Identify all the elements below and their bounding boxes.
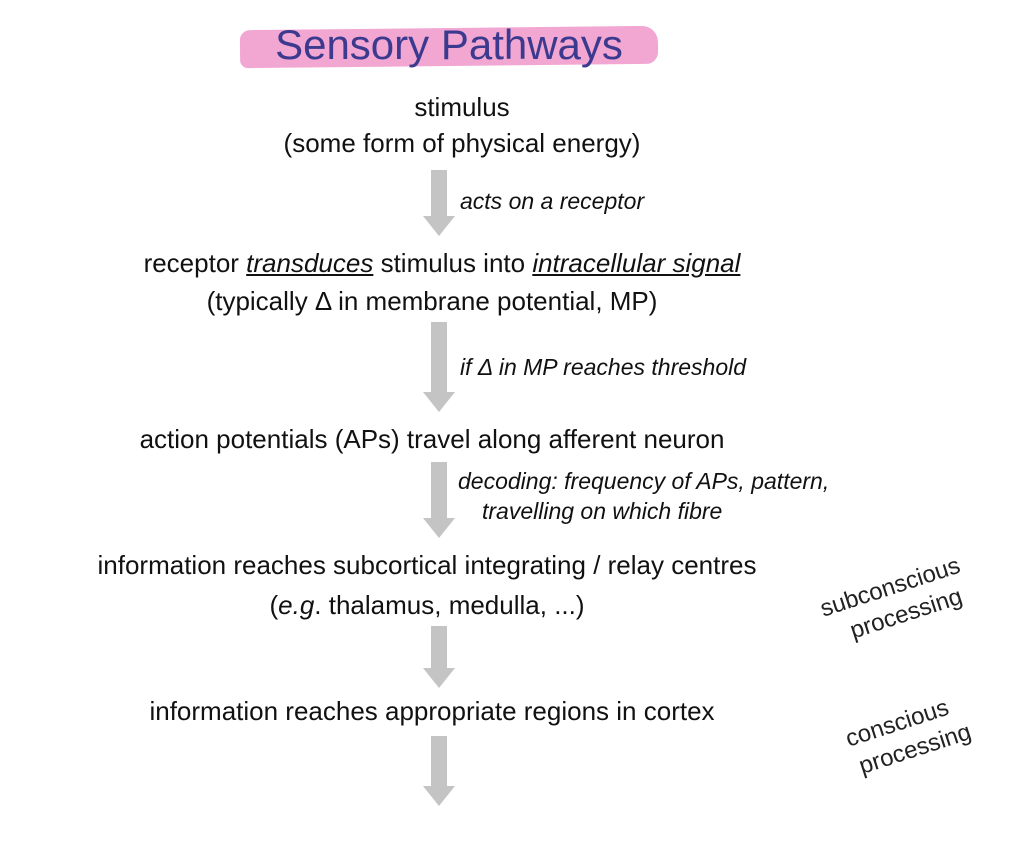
step-receptor-title: receptor transduces stimulus into intrac… [22, 246, 862, 280]
down-arrow-4 [423, 626, 455, 688]
down-arrow-3 [423, 462, 455, 538]
down-arrow-2 [423, 322, 455, 412]
down-arrow-1 [423, 170, 455, 236]
page-title: Sensory Pathways [275, 21, 623, 68]
step-stimulus-title: stimulus [414, 92, 510, 122]
intracellular-signal-text: intracellular signal [532, 248, 741, 278]
subcortical-examples: . thalamus, medulla, ...) [314, 590, 585, 620]
receptor-text-1: receptor [143, 248, 247, 278]
step-receptor-subtitle: (typically Δ in membrane potential, MP) [206, 286, 658, 316]
arrow-label-threshold: if Δ in MP reaches threshold [460, 354, 747, 380]
step-subcortical-subtitle: (e.g. thalamus, medulla, ...) [187, 588, 667, 622]
transduces-text: transduces [246, 248, 374, 278]
down-arrow-5 [423, 736, 455, 806]
step-subcortical-title: information reaches subcortical integrat… [97, 550, 757, 580]
step-stimulus-subtitle: (some form of physical energy) [283, 128, 641, 158]
side-label-conscious: conscious processing [807, 682, 997, 795]
arrow-label-decoding-2: travelling on which fibre [482, 498, 723, 524]
subcortical-open-paren: ( [269, 590, 279, 620]
receptor-text-2: stimulus into [373, 248, 533, 278]
arrow-label-decoding-1: decoding: frequency of APs, pattern, [458, 468, 830, 494]
step-action-potentials: action potentials (APs) travel along aff… [139, 424, 725, 454]
eg-text: e.g [278, 590, 315, 620]
step-cortex: information reaches appropriate regions … [149, 696, 715, 726]
arrow-label-acts-on-receptor: acts on a receptor [460, 188, 645, 214]
